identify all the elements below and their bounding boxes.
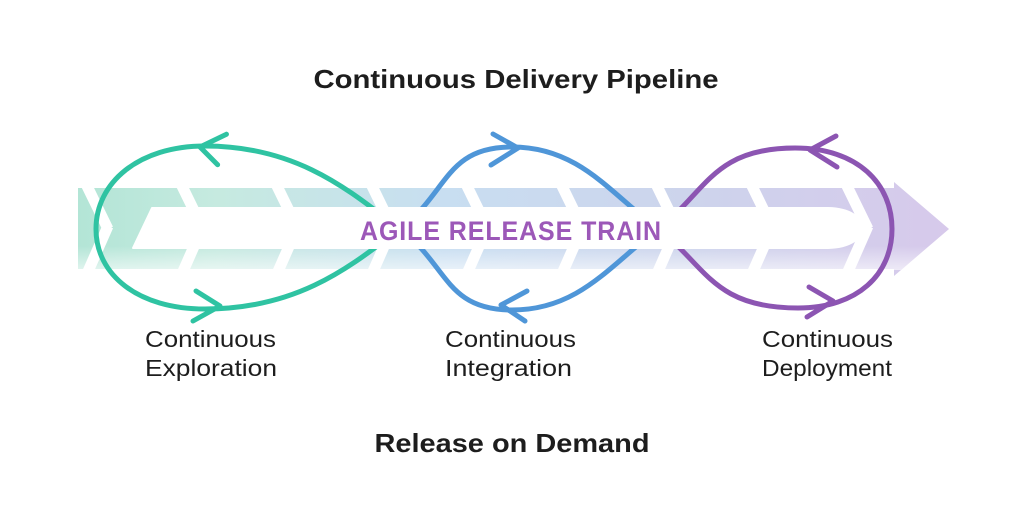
- stage-label-deployment-line2: Deployment: [762, 355, 893, 381]
- stage-label-exploration-line2: Exploration: [145, 355, 277, 381]
- exploration-top-arrow-icon: [197, 131, 229, 168]
- release-on-demand-label: Release on Demand: [375, 428, 650, 458]
- stage-label-deployment-line1: Continuous: [762, 326, 893, 352]
- band-bottom-fade: [78, 246, 949, 270]
- agile-release-train-label: AGILE RELEASE TRAIN: [360, 216, 662, 246]
- integration-bottom-arrow-icon: [498, 288, 530, 324]
- exploration-loop: [93, 143, 403, 312]
- deployment-bottom-arrow-icon: [804, 284, 836, 320]
- stage-label-integration-line2: Integration: [445, 355, 572, 381]
- stage-label-integration-line1: Continuous: [445, 326, 576, 352]
- train-body: [132, 207, 864, 249]
- stage-label-exploration-line1: Continuous: [145, 326, 276, 352]
- deployment-top-arrow-icon: [807, 133, 840, 170]
- stage-labels: Continuous Exploration Continuous Integr…: [145, 326, 893, 381]
- integration-top-arrow-icon: [488, 131, 521, 168]
- deployment-loop: [655, 145, 895, 311]
- diagram-title: Continuous Delivery Pipeline: [314, 64, 719, 94]
- exploration-bottom-arrow-icon: [190, 288, 223, 324]
